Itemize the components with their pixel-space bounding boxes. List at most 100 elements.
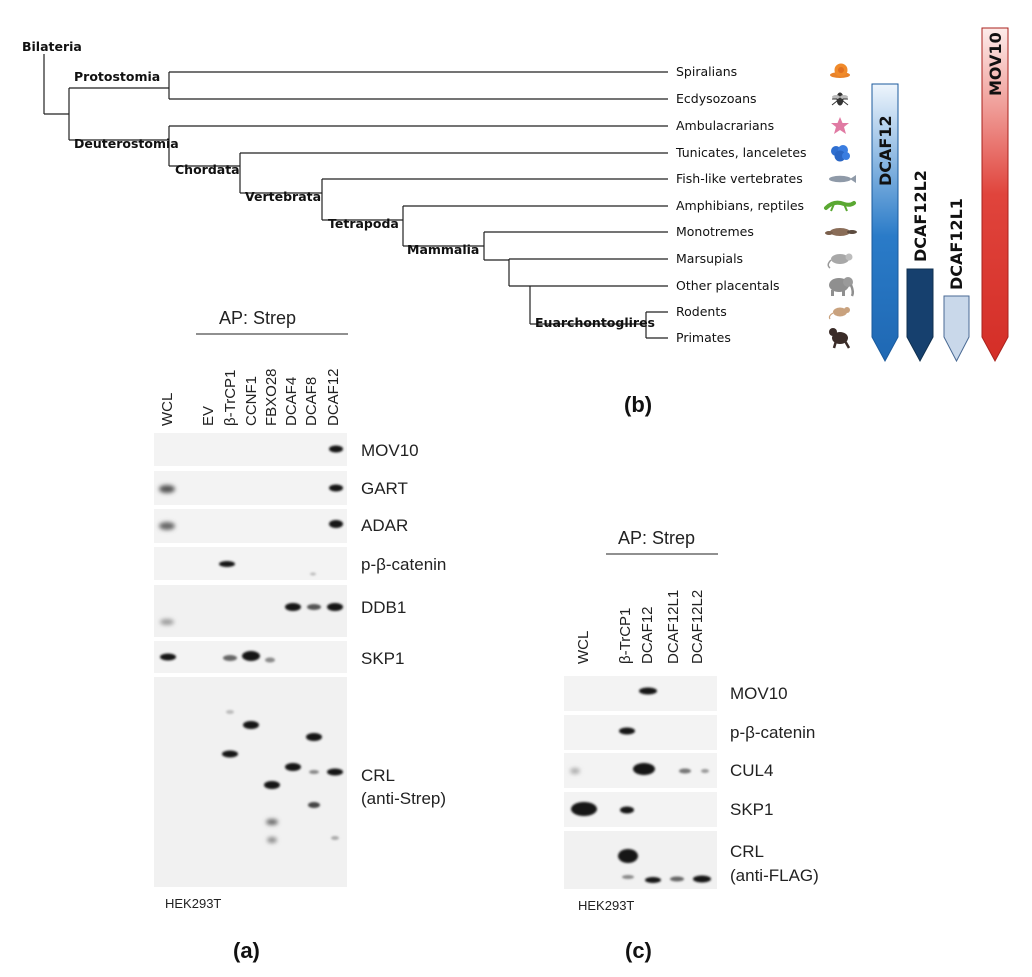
ap-label-c: AP: Strep <box>618 528 695 548</box>
lane-label-a-ccnf1: CCNF1 <box>243 376 260 426</box>
lane-labels-c: WCL β-TrCP1 DCAF12 DCAF12L1 DCAF12L2 <box>575 590 706 664</box>
strip-a-adar <box>154 509 347 543</box>
node-protostomia: Protostomia <box>74 69 160 84</box>
band-label-a-mov10: MOV10 <box>361 441 419 460</box>
leaf-ambulacrarians: Ambulacrarians <box>676 118 774 133</box>
ap-label-a: AP: Strep <box>219 308 296 328</box>
band-label-a-crl: CRL <box>361 766 395 785</box>
band-a-ddb1-dcaf4 <box>285 603 301 611</box>
band-label-a-crl-sub: (anti-Strep) <box>361 789 446 808</box>
panel-a: AP: Strep WCL EV β-TrCP1 CCNF1 FBXO28 DC… <box>154 308 446 963</box>
strip-a-mov10 <box>154 433 347 466</box>
band-c-crl-dcaf12l2 <box>693 875 711 883</box>
band-a-crl-btrcp1 <box>222 750 238 758</box>
panel-letter-b: (b) <box>624 392 652 417</box>
leaf-labels: Spiralians Ecdysozoans Ambulacrarians Tu… <box>675 64 807 345</box>
band-c-pbcat-btrcp1 <box>619 727 635 735</box>
band-c-skp1-wcl <box>571 802 597 816</box>
node-euarchontoglires: Euarchontoglires <box>535 315 655 330</box>
band-c-crl-btrcp1-lower <box>622 875 634 879</box>
leaf-rodents: Rodents <box>676 304 727 319</box>
node-deuterostomia: Deuterostomia <box>74 136 179 151</box>
starfish-icon <box>831 117 849 134</box>
band-a-ddb1-wcl <box>160 619 174 625</box>
band-a-crl-dcaf8 <box>306 733 322 741</box>
leaf-amphibians: Amphibians, reptiles <box>676 198 804 213</box>
node-vertebrata: Vertebrata <box>245 189 321 204</box>
lane-label-a-fbxo28: FBXO28 <box>263 368 280 426</box>
band-a-skp1-btrcp1 <box>223 655 237 661</box>
bar-label-dcaf12l2: DCAF12L2 <box>911 170 930 262</box>
bar-dcaf12l1: DCAF12L1 <box>943 198 970 363</box>
band-a-crl-dcaf12-lower <box>331 836 339 840</box>
band-a-crl-fbxo28-lowest <box>267 837 277 843</box>
band-label-c-pbcat: p-β-catenin <box>730 723 815 742</box>
bar-dcaf12l2: DCAF12L2 <box>906 170 934 363</box>
band-label-c-mov10: MOV10 <box>730 684 788 703</box>
leaf-other-placentals: Other placentals <box>676 278 780 293</box>
lane-label-a-dcaf4: DCAF4 <box>283 377 300 426</box>
band-a-adar-wcl <box>159 522 175 530</box>
band-label-a-pbcat: p-β-catenin <box>361 555 446 574</box>
fish-icon <box>829 175 856 183</box>
strip-a-ddb1 <box>154 585 347 637</box>
chimpanzee-icon <box>829 328 851 349</box>
lane-label-c-wcl: WCL <box>575 631 592 664</box>
node-chordata: Chordata <box>175 162 240 177</box>
platypus-icon <box>825 228 857 236</box>
leaf-spiralians: Spiralians <box>676 64 737 79</box>
panel-letter-c: (c) <box>625 938 652 963</box>
band-c-cul4-dcaf12 <box>633 763 655 775</box>
bar-label-dcaf12l1: DCAF12L1 <box>947 198 966 290</box>
opossum-icon <box>827 253 853 269</box>
band-a-ddb1-dcaf12 <box>327 603 343 611</box>
strip-c-mov10 <box>564 676 717 711</box>
band-a-skp1-wcl <box>160 653 176 661</box>
lane-label-a-dcaf8: DCAF8 <box>303 377 320 426</box>
band-c-mov10-dcaf12 <box>639 687 657 695</box>
lane-label-a-ev: EV <box>200 406 217 426</box>
elephant-icon <box>829 277 855 297</box>
band-a-ddb1-dcaf8 <box>307 604 321 610</box>
node-mammalia: Mammalia <box>407 242 479 257</box>
band-c-cul4-dcaf12l2 <box>701 769 709 773</box>
leaf-ecdysozoans: Ecdysozoans <box>676 91 757 106</box>
band-a-gart-dcaf12 <box>329 484 343 492</box>
strip-a-gart <box>154 471 347 505</box>
lane-label-a-wcl: WCL <box>159 393 176 426</box>
leaf-primates: Primates <box>676 330 731 345</box>
band-a-crl-dcaf12 <box>327 768 343 776</box>
tunicate-icon <box>831 145 850 162</box>
band-a-skp1-ccnf1 <box>242 651 260 661</box>
lane-label-c-btrcp1: β-TrCP1 <box>617 608 634 664</box>
bar-label-dcaf12: DCAF12 <box>876 115 895 186</box>
leaf-monotremes: Monotremes <box>676 224 754 239</box>
band-a-crl-dcaf4 <box>285 763 301 771</box>
band-c-crl-dcaf12l1 <box>670 876 684 882</box>
lane-labels-a: WCL EV β-TrCP1 CCNF1 FBXO28 DCAF4 DCAF8 … <box>159 368 342 426</box>
leaf-tunicates: Tunicates, lanceletes <box>675 145 807 160</box>
band-a-crl-fbxo28 <box>264 781 280 789</box>
band-label-a-skp1: SKP1 <box>361 649 404 668</box>
strip-c-pbcat <box>564 715 717 750</box>
panel-c: AP: Strep WCL β-TrCP1 DCAF12 DCAF12L1 DC… <box>564 528 819 963</box>
band-label-c-crl: CRL <box>730 842 764 861</box>
band-a-crl-fbxo28-lower <box>266 819 278 825</box>
lane-label-c-dcaf12l1: DCAF12L1 <box>665 590 682 664</box>
band-c-cul4-dcaf12l1 <box>679 768 691 774</box>
band-c-skp1-btrcp1 <box>620 806 634 814</box>
cell-line-a: HEK293T <box>165 896 221 911</box>
band-a-pbcat-btrcp1 <box>219 561 235 567</box>
band-label-a-adar: ADAR <box>361 516 408 535</box>
band-a-gart-wcl <box>159 485 175 493</box>
node-tetrapoda: Tetrapoda <box>328 216 399 231</box>
panel-letter-a: (a) <box>233 938 260 963</box>
band-a-crl-dcaf8-lower <box>308 802 320 808</box>
phylogenetic-tree <box>43 54 668 339</box>
band-label-c-skp1: SKP1 <box>730 800 773 819</box>
band-c-crl-btrcp1 <box>618 849 638 863</box>
band-label-a-gart: GART <box>361 479 408 498</box>
lane-label-a-btrcp1: β-TrCP1 <box>222 370 239 426</box>
band-label-c-cul4: CUL4 <box>730 761 773 780</box>
